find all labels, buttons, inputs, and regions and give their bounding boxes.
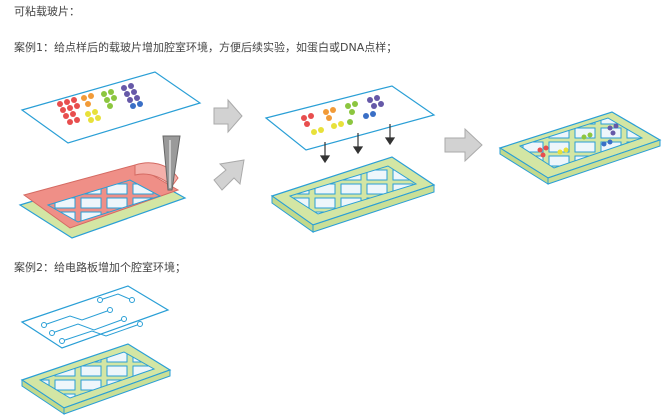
down-arrow-icon <box>352 133 364 155</box>
chamber-frame-with-tape <box>18 162 187 239</box>
section-heading: 可粘载玻片： <box>14 5 80 18</box>
block-arrow-icon <box>213 159 245 191</box>
case1-caption: 案例1：给点样后的载玻片增加腔室环境，方便后续实验，如蛋白或DNA点样； <box>14 41 398 54</box>
chamber-frame <box>270 156 436 233</box>
tweezers-icon <box>162 135 181 191</box>
case2-caption: 案例2：给电路板增加个腔室环境； <box>14 261 186 274</box>
assembled-chamber-slide <box>498 111 662 185</box>
circuit-board <box>20 285 170 349</box>
dot-array <box>57 83 143 125</box>
down-arrow-icon <box>319 142 331 164</box>
chamber-frame <box>20 343 172 415</box>
slide-above-chamber <box>264 85 436 151</box>
block-arrow-icon <box>213 98 243 134</box>
block-arrow-icon <box>444 127 483 163</box>
down-arrow-icon <box>384 124 396 146</box>
